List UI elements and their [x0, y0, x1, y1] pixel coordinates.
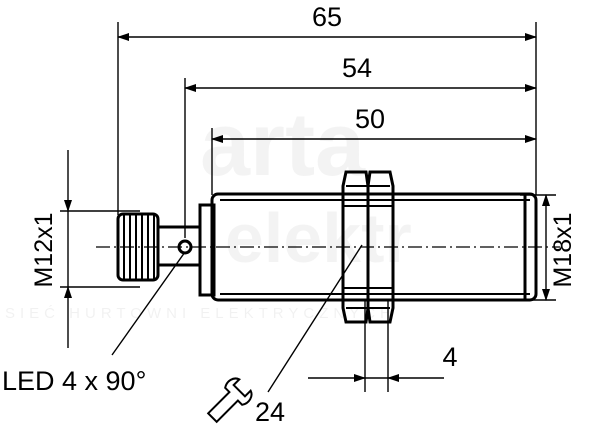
m12-dimension	[60, 150, 140, 348]
dim-label-50: 50	[355, 104, 385, 134]
watermark-tagline: SIEĆ HURTOWNI ELEKTRYCZNYCH	[5, 305, 396, 322]
led-label: LED 4 x 90°	[2, 366, 146, 396]
m18-label: M18x1	[549, 212, 577, 287]
wrench-leader	[267, 244, 363, 393]
connector	[116, 212, 202, 282]
dim-label-54: 54	[342, 53, 372, 83]
wrench-size-label: 24	[255, 397, 285, 427]
led-leader	[111, 251, 186, 356]
m12-label: M12x1	[30, 212, 58, 287]
dimension-lines	[117, 33, 537, 382]
sensor-body	[198, 192, 538, 302]
hex-nuts	[341, 170, 395, 324]
watermark-brand: elektr	[225, 199, 412, 277]
watermark-logo: arta	[200, 95, 366, 195]
dim-label-4: 4	[442, 342, 457, 372]
dim-label-65: 65	[312, 2, 342, 32]
leader-lines	[111, 244, 363, 393]
watermark: arta elektr SIEĆ HURTOWNI ELEKTRYCZNYCH	[5, 95, 412, 322]
wrench-icon	[206, 377, 253, 424]
